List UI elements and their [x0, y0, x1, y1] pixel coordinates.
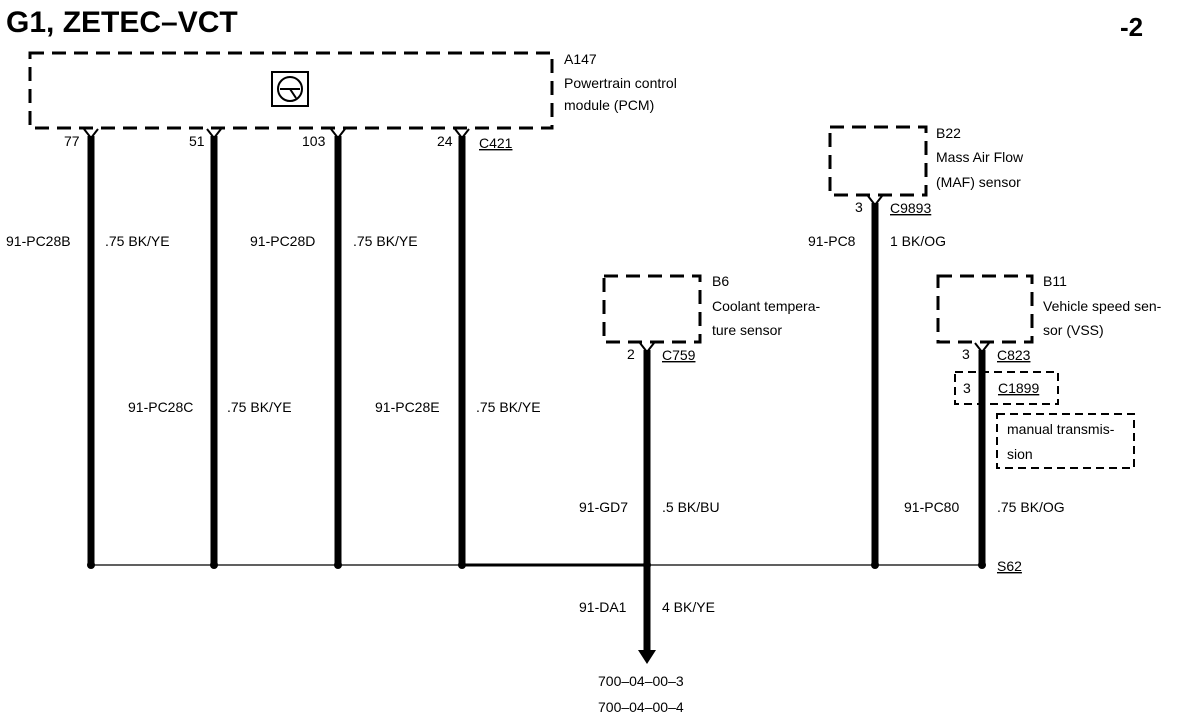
ect-name-line2: ture sensor — [712, 322, 782, 338]
wire-103-spec: .75 BK/YE — [353, 233, 418, 249]
junction-dot — [978, 561, 986, 569]
maf-id: B22 — [936, 125, 961, 141]
vss-sensor-box — [936, 274, 1034, 344]
junction-dot — [334, 561, 342, 569]
vss-name-line1: Vehicle speed sen- — [1043, 298, 1162, 314]
wire-24-spec: .75 BK/YE — [476, 399, 541, 415]
pcm-pin-77: 77 — [64, 133, 80, 149]
junction-dot — [210, 561, 218, 569]
reference-1[interactable]: 700–04–00–3 — [598, 673, 684, 689]
pcm-connector: C421 — [479, 135, 513, 151]
manual-transmission-note-box — [996, 413, 1135, 469]
wire-ground-spec: 4 BK/YE — [662, 599, 715, 615]
arrow-down-icon — [638, 650, 656, 664]
pcm-name-line1: Powertrain control — [564, 75, 677, 91]
wire-77-circuit: 91-PC28B — [6, 233, 71, 249]
pcm-module-box — [28, 51, 554, 130]
wire-ground-circuit: 91-DA1 — [579, 599, 627, 615]
splice-id: S62 — [997, 558, 1022, 574]
vss-connector: C823 — [997, 347, 1031, 363]
maf-name-line2: (MAF) sensor — [936, 174, 1021, 190]
ect-name-line1: Coolant tempera- — [712, 298, 821, 314]
pcm-pin-103: 103 — [302, 133, 326, 149]
vss-id: B11 — [1043, 273, 1067, 289]
pcm-pin-24: 24 — [437, 133, 453, 149]
inline-pin: 3 — [963, 380, 971, 396]
reference-2[interactable]: 700–04–00–4 — [598, 699, 684, 715]
maf-pin: 3 — [855, 199, 863, 215]
wire-ect-spec: .5 BK/BU — [662, 499, 720, 515]
wire-vss-circuit: 91-PC80 — [904, 499, 959, 515]
wire-ect-circuit: 91-GD7 — [579, 499, 628, 515]
wire-vss-spec: .75 BK/OG — [997, 499, 1065, 515]
pcm-id: A147 — [564, 51, 597, 67]
maf-connector: C9893 — [890, 200, 931, 216]
maf-name-line1: Mass Air Flow — [936, 149, 1024, 165]
wire-24-circuit: 91-PC28E — [375, 399, 440, 415]
inline-note-line2: sion — [1007, 446, 1033, 462]
wire-51-circuit: 91-PC28C — [128, 399, 193, 415]
vss-pin: 3 — [962, 346, 970, 362]
page-number: -2 — [1120, 12, 1143, 42]
maf-sensor-box — [828, 125, 928, 197]
wire-maf-spec: 1 BK/OG — [890, 233, 946, 249]
wire-77-spec: .75 BK/YE — [105, 233, 170, 249]
vss-name-line2: sor (VSS) — [1043, 322, 1104, 338]
wire-maf-circuit: 91-PC8 — [808, 233, 856, 249]
ect-pin: 2 — [627, 346, 635, 362]
wire-103-circuit: 91-PC28D — [250, 233, 315, 249]
ect-connector: C759 — [662, 347, 696, 363]
wire-51-spec: .75 BK/YE — [227, 399, 292, 415]
pcm-pin-51: 51 — [189, 133, 205, 149]
inline-note-line1: manual transmis- — [1007, 421, 1115, 437]
ect-id: B6 — [712, 273, 729, 289]
junction-dot — [87, 561, 95, 569]
pcm-symbol-icon — [271, 71, 309, 107]
junction-dot — [458, 561, 466, 569]
junction-dot — [871, 561, 879, 569]
ect-sensor-box — [602, 274, 702, 344]
inline-connector-box — [954, 371, 1059, 405]
inline-connector: C1899 — [998, 380, 1039, 396]
diagram-title: G1, ZETEC–VCT — [6, 6, 238, 39]
pcm-name-line2: module (PCM) — [564, 97, 654, 113]
